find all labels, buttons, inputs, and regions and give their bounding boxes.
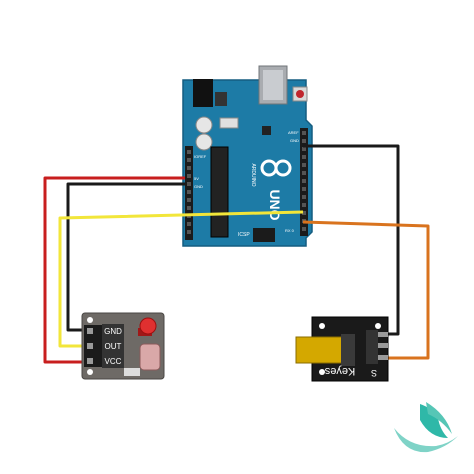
svg-text:ICSP: ICSP [238, 232, 250, 238]
arduino-logo [260, 159, 292, 177]
sensor-component [295, 336, 345, 364]
svg-text:RX 0: RX 0 [285, 228, 295, 233]
atmega-chip [210, 146, 229, 238]
pin-label-out: OUT [105, 342, 122, 351]
svg-text:GND: GND [290, 138, 299, 143]
capacitor [195, 116, 213, 134]
black-wire-left [66, 182, 185, 332]
svg-text:IOREF: IOREF [194, 154, 207, 159]
svg-text:AREF: AREF [288, 130, 299, 135]
signal-pin-label: S [371, 368, 377, 378]
pin-label-vcc: VCC [105, 357, 122, 366]
board-brand-label: ARDUINO [250, 163, 256, 186]
orange-wire [302, 220, 430, 360]
digital-header [300, 128, 308, 236]
svg-text:5V: 5V [194, 176, 199, 181]
keyes-brand-label: Keyes [324, 365, 355, 377]
yellow-wire [58, 210, 304, 348]
red-wire [43, 176, 185, 364]
power-jack [193, 79, 213, 107]
keyes-sensor-module: Keyes S [295, 316, 389, 382]
board-model-label: UNO [267, 189, 283, 220]
black-wire-right [303, 144, 400, 336]
svg-text:GND: GND [194, 184, 203, 189]
wires [43, 144, 430, 364]
pin-label-gnd: GND [104, 327, 122, 336]
capacitor [195, 133, 213, 151]
red-led [139, 317, 157, 335]
power-header [185, 146, 193, 240]
arduino-uno-board: UNO ARDUINO [182, 65, 313, 247]
icsp-header: ICSP [238, 228, 275, 242]
bird-logo [394, 402, 458, 453]
laser-module: GND OUT VCC [81, 312, 165, 380]
